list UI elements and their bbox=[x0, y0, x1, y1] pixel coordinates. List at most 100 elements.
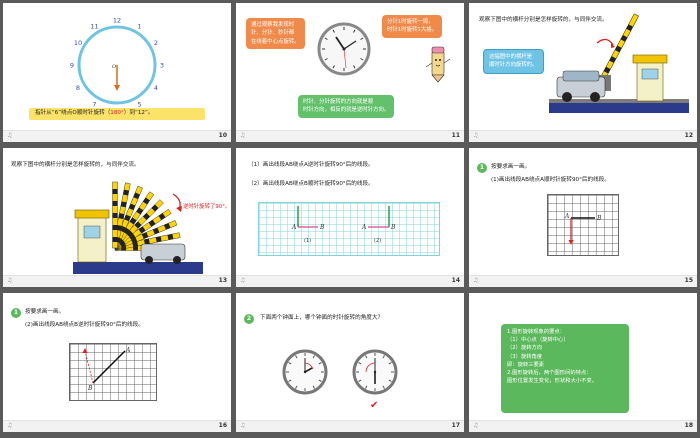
label-a2: A bbox=[361, 224, 367, 231]
clock-tick bbox=[360, 37, 364, 40]
slide-footer: ♫ 18 bbox=[469, 420, 697, 432]
slide-title: 观察下图中的横杆分别是怎样旋转的，与同伴交流。 bbox=[11, 162, 140, 168]
clock-number: 4 bbox=[154, 84, 158, 92]
slide-footer: ♫ 15 bbox=[469, 275, 697, 287]
clock-tick bbox=[324, 37, 328, 40]
segment-diagram: A B bbox=[564, 213, 602, 245]
slide-17[interactable]: 2 下面两个钟面上，哪个钟面的时针旋转的角度大？ ✔ ♫17 bbox=[236, 293, 464, 432]
toll-gate-illustration bbox=[549, 13, 689, 113]
summary-box: 1.图形旋转现象的要点： （1）中心点（旋转中心） （2）旋转方向 （3）旋转角… bbox=[501, 324, 629, 413]
speaker-icon[interactable]: ♫ bbox=[473, 422, 479, 429]
speaker-icon[interactable]: ♫ bbox=[7, 277, 13, 284]
clock-tick bbox=[382, 355, 385, 359]
page-number: 10 bbox=[218, 132, 227, 139]
slide-footer: ♫ 17 bbox=[236, 420, 464, 432]
page-number: 13 bbox=[218, 277, 227, 284]
speaker-icon[interactable]: ♫ bbox=[240, 132, 246, 139]
page-number: 18 bbox=[684, 422, 693, 429]
slide-footer: ♫ 11 bbox=[236, 130, 464, 142]
clock-tick bbox=[358, 379, 362, 382]
speaker-icon[interactable]: ♫ bbox=[473, 132, 479, 139]
slide-title: 按要求画一画。 bbox=[25, 309, 65, 315]
caption-pre: 指针从“6”绕点O顺时针旋转（ bbox=[35, 110, 111, 116]
label-b: B bbox=[87, 385, 93, 392]
slide-footer: ♫ 10 bbox=[3, 130, 231, 142]
slide-14[interactable]: （1）画出线段AB绕点A逆时针旋转90°后的线段。 （2）画出线段AB绕点B顺时… bbox=[236, 148, 464, 287]
clock-tick bbox=[312, 355, 315, 359]
slide-11[interactable]: 通过观察我发现时针、分针、秒针都在绕着中心点旋转。 分针1时旋转一周，时针1时旋… bbox=[236, 3, 464, 142]
drawing-grid bbox=[547, 194, 619, 256]
clock-face-left bbox=[282, 349, 328, 395]
page-number: 12 bbox=[684, 132, 693, 139]
clock-number: 8 bbox=[76, 84, 80, 92]
drawing-grid bbox=[69, 343, 157, 401]
slide-15[interactable]: 1 按要求画一画。 (1)画出线段AB绕点A顺时针旋转90°后的线段。 A B … bbox=[469, 148, 697, 287]
slide-16[interactable]: 1 按要求画一画。 (2)画出线段AB绕点B逆时针旋转90°后的线段。 B A … bbox=[3, 293, 231, 432]
clock-number: 2 bbox=[154, 39, 158, 47]
clock-tick bbox=[318, 362, 322, 365]
clock-tick bbox=[353, 29, 356, 33]
clock-number: 1 bbox=[137, 23, 141, 31]
segment-diagrams: A B A B (1) (2) bbox=[291, 206, 396, 244]
caption-answer: 180° bbox=[110, 110, 124, 116]
exercise-badge: 2 bbox=[244, 314, 254, 324]
clock-number: 3 bbox=[160, 62, 164, 70]
slide-12[interactable]: 观察下图中的横杆分别是怎样旋转的，与同伴交流。 这幅图中的横杆是顺时针方向旋转的… bbox=[469, 3, 697, 142]
clock-tick bbox=[388, 362, 392, 365]
clock-tick bbox=[318, 379, 322, 382]
caption-post: ）到“12”。 bbox=[123, 110, 154, 116]
svg-text:O: O bbox=[112, 64, 116, 70]
slide-13[interactable]: 观察下图中的横杆分别是怎样旋转的，与同伴交流。 逆时针旋转了90°。 ♫ 13 bbox=[3, 148, 231, 287]
slide-10[interactable]: 121234567891011 O 指针从“6”绕点O顺时针旋转（180°）到“… bbox=[3, 3, 231, 142]
clock-tick bbox=[358, 362, 362, 365]
slide-footer: ♫ 12 bbox=[469, 130, 697, 142]
clock-tick bbox=[353, 65, 356, 69]
clock-tick bbox=[288, 362, 292, 365]
page-number: 17 bbox=[451, 422, 460, 429]
speaker-icon[interactable]: ♫ bbox=[473, 277, 479, 284]
clock-tick bbox=[324, 58, 328, 61]
page-number: 15 bbox=[684, 277, 693, 284]
question-1: （1）画出线段AB绕点A逆时针旋转90°后的线段。 bbox=[248, 162, 374, 168]
clock-tick bbox=[295, 385, 298, 389]
clock-number: 11 bbox=[90, 23, 98, 31]
page-number: 14 bbox=[451, 277, 460, 284]
question: (1)画出线段AB绕点A顺时针旋转90°后的线段。 bbox=[491, 177, 610, 183]
clock-number: 7 bbox=[92, 101, 96, 109]
clock-tick bbox=[382, 385, 385, 389]
speaker-icon[interactable]: ♫ bbox=[240, 422, 246, 429]
slide-footer: ♫ 13 bbox=[3, 275, 231, 287]
clock-tick bbox=[365, 385, 368, 389]
rotating-barrier-illustration bbox=[73, 181, 203, 274]
page-number: 16 bbox=[218, 422, 227, 429]
rotation-annotation: 逆时针旋转了90°。 bbox=[183, 204, 231, 210]
segment-diagram: B A bbox=[82, 347, 131, 392]
exercise-badge: 1 bbox=[477, 163, 487, 173]
slide-18[interactable]: 1.图形旋转现象的要点： （1）中心点（旋转中心） （2）旋转方向 （3）旋转角… bbox=[469, 293, 697, 432]
question-2: （2）画出线段AB绕点B顺时针旋转90°后的线段。 bbox=[248, 181, 374, 187]
drawing-grid bbox=[258, 202, 440, 256]
label-b: B bbox=[596, 215, 602, 222]
clock-tick bbox=[295, 355, 298, 359]
speech-bubble-left: 通过观察我发现时针、分针、秒针都在绕着中心点旋转。 bbox=[246, 18, 305, 50]
question: (2)画出线段AB绕点B逆时针旋转90°后的线段。 bbox=[25, 322, 144, 328]
speaker-icon[interactable]: ♫ bbox=[7, 132, 13, 139]
label-a: A bbox=[564, 213, 570, 220]
label-a1: A bbox=[291, 224, 297, 231]
label-a: A bbox=[125, 347, 131, 354]
page-number: 11 bbox=[451, 132, 460, 139]
clock-tick bbox=[388, 379, 392, 382]
speech-bubble-right: 分针1时旋转一周，时针1时旋转1大格。 bbox=[382, 15, 442, 38]
wall-clock-illustration bbox=[317, 22, 371, 76]
slide-footer: ♫ 16 bbox=[3, 420, 231, 432]
exercise-badge: 1 bbox=[11, 308, 21, 318]
slide-title: 观察下图中的横杆分别是怎样旋转的，与同伴交流。 bbox=[479, 17, 608, 23]
speaker-icon[interactable]: ♫ bbox=[7, 422, 13, 429]
label-b1: B bbox=[319, 224, 325, 231]
label-part-2: (2) bbox=[374, 238, 381, 244]
clock-tick bbox=[332, 29, 335, 33]
caption-box bbox=[29, 108, 205, 120]
speaker-icon[interactable]: ♫ bbox=[240, 277, 246, 284]
clock-number: 12 bbox=[113, 17, 121, 25]
clock-illustration: 121234567891011 O bbox=[70, 17, 164, 115]
